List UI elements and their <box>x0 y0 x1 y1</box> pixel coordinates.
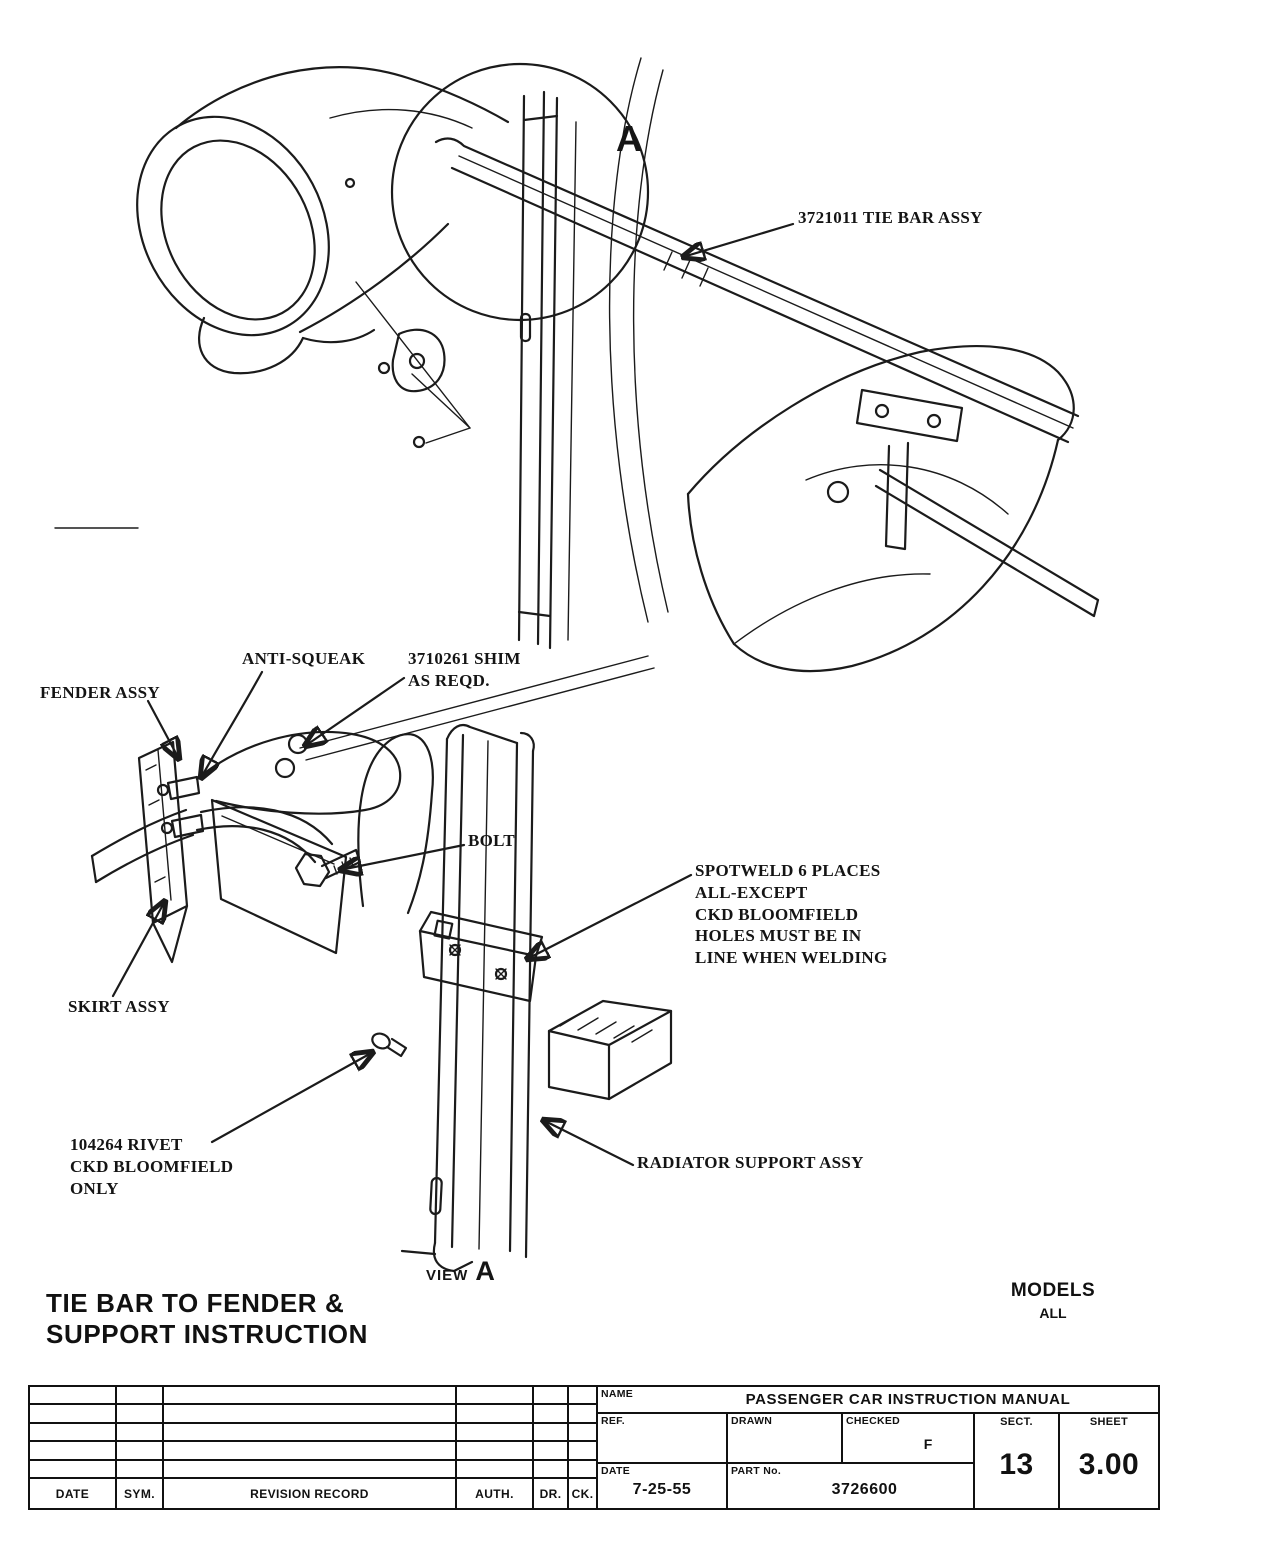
title-block: DATE SYM. REVISION RECORD AUTH. DR. CK. … <box>28 1385 1160 1510</box>
front-fender-illustration <box>54 66 510 529</box>
models-label: MODELS <box>1010 1280 1096 1301</box>
revision-empty-row <box>30 1387 596 1406</box>
callout-shim: 3710261 SHIM AS REQD. <box>408 649 521 690</box>
skirt-illustration <box>90 808 195 964</box>
name-row: NAME PASSENGER CAR INSTRUCTION MANUAL <box>598 1387 1158 1414</box>
callout-bolt: BOLT <box>468 831 515 850</box>
detail-circle-label: A <box>616 118 642 159</box>
revision-empty-row <box>30 1442 596 1461</box>
title-block-main: REF. DRAWN CHECKED F DATE 7-25 <box>598 1414 1158 1508</box>
sheet-value: 3.00 <box>1078 1448 1140 1481</box>
view-label: VIEW <box>426 1267 469 1284</box>
ref-label: REF. <box>601 1415 625 1427</box>
date-label: DATE <box>601 1465 631 1477</box>
checked-value: F <box>923 1436 933 1452</box>
title-block-right: NAME PASSENGER CAR INSTRUCTION MANUAL RE… <box>598 1387 1158 1508</box>
sheet-label: SHEET <box>1089 1416 1129 1428</box>
revision-header-auth: AUTH. <box>457 1479 534 1509</box>
checked-label: CHECKED <box>846 1415 901 1427</box>
leader-lines <box>111 222 795 1167</box>
drawn-cell: DRAWN <box>728 1414 843 1462</box>
view-letter: A <box>475 1256 495 1286</box>
callout-anti-squeak: ANTI-SQUEAK <box>242 649 366 668</box>
callout-radiator-support: RADIATOR SUPPORT ASSY <box>637 1153 864 1172</box>
revision-record-table: DATE SYM. REVISION RECORD AUTH. DR. CK. <box>30 1387 598 1509</box>
revision-header-row: DATE SYM. REVISION RECORD AUTH. DR. CK. <box>30 1479 596 1509</box>
revision-header-record: REVISION RECORD <box>164 1479 457 1509</box>
sheet-cell: SHEET 3.00 <box>1058 1414 1158 1508</box>
checked-cell: CHECKED F <box>843 1414 973 1462</box>
revision-empty-row <box>30 1405 596 1424</box>
part-label: PART No. <box>731 1465 782 1477</box>
rivet-illustration <box>371 1032 408 1058</box>
revision-header-dr: DR. <box>534 1479 569 1509</box>
revision-header-date: DATE <box>30 1479 117 1509</box>
callout-fender-assy: FENDER ASSY <box>40 683 160 702</box>
name-label: NAME <box>601 1388 634 1400</box>
models-value: ALL <box>1039 1305 1067 1321</box>
radiator-support-top-illustration <box>517 57 669 650</box>
manual-name: PASSENGER CAR INSTRUCTION MANUAL <box>745 1391 1071 1408</box>
callout-skirt-assy: SKIRT ASSY <box>68 997 170 1016</box>
tie-bar-end-illustration <box>547 999 673 1101</box>
sheet-title: TIE BAR TO FENDER & SUPPORT INSTRUCTION <box>46 1288 368 1349</box>
revision-empty-row <box>30 1423 596 1443</box>
callout-tie-bar-assy: 3721011 TIE BAR ASSY <box>798 208 983 227</box>
sheet-title-line1: TIE BAR TO FENDER & <box>46 1288 345 1318</box>
part-value: 3726600 <box>831 1481 898 1498</box>
revision-header-ck: CK. <box>571 1486 594 1501</box>
view-a-caption: VIEW A <box>426 1256 495 1287</box>
revision-empty-row <box>30 1460 596 1480</box>
models-block: MODELS ALL <box>998 1280 1108 1321</box>
sheet-title-line2: SUPPORT INSTRUCTION <box>46 1318 368 1349</box>
ref-cell: REF. <box>598 1414 728 1462</box>
date-cell: DATE 7-25-55 <box>598 1464 728 1508</box>
date-value: 7-25-55 <box>632 1481 692 1498</box>
fender-edge-illustration <box>137 740 205 925</box>
sect-label: SECT. <box>1000 1416 1033 1428</box>
radiator-support-illustration <box>400 723 544 1273</box>
revision-header-sym: SYM. <box>117 1479 164 1509</box>
rear-fender-illustration <box>686 344 1100 673</box>
sect-value: 13 <box>999 1448 1034 1481</box>
tie-bar-illustration <box>434 137 1080 444</box>
sect-cell: SECT. 13 <box>973 1414 1058 1508</box>
callout-rivet: 104264 RIVET CKD BLOOMFIELD ONLY <box>70 1135 234 1198</box>
drawn-label: DRAWN <box>731 1415 773 1427</box>
callout-spotweld: SPOTWELD 6 PLACES ALL-EXCEPT CKD BLOOMFI… <box>695 861 888 967</box>
support-bracket-illustration <box>195 655 655 955</box>
part-cell: PART No. 3726600 <box>728 1464 973 1508</box>
